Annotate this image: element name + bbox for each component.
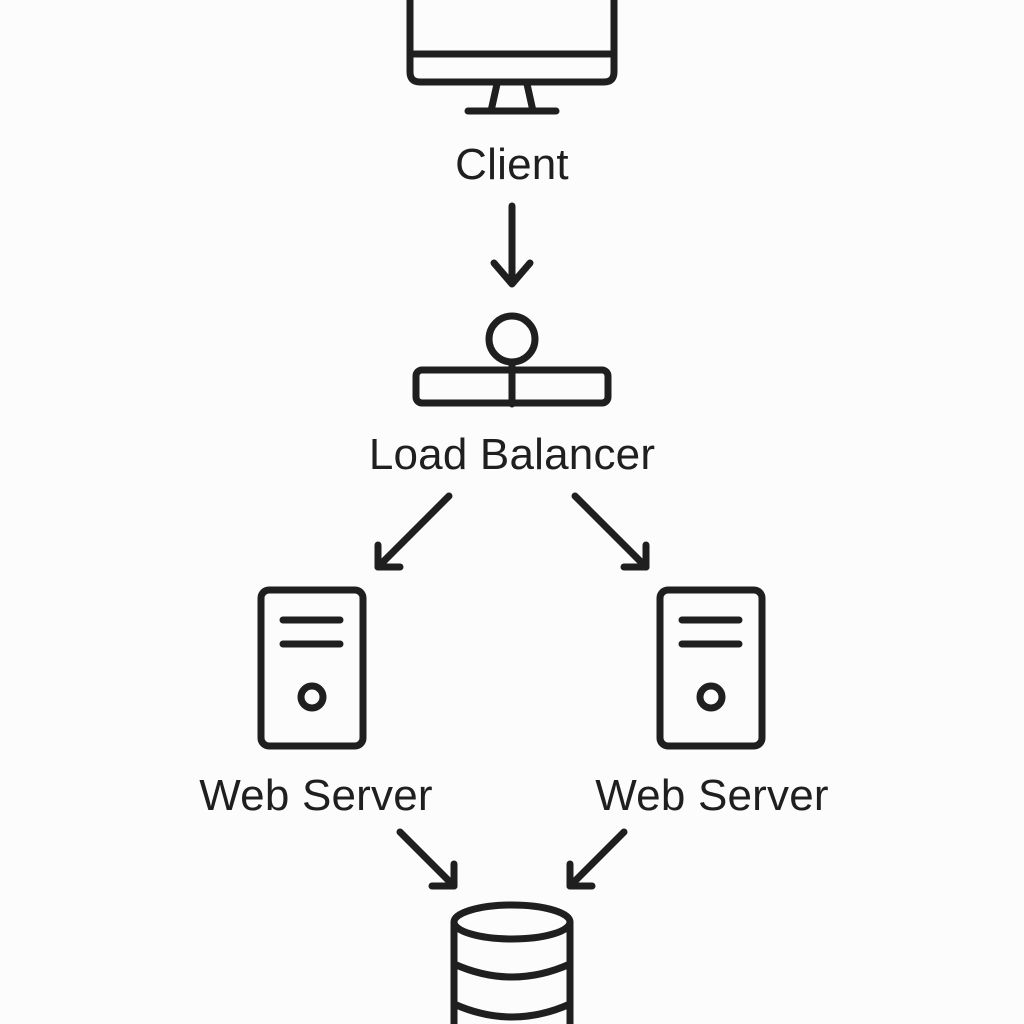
- web-server-left-label: Web Server: [199, 771, 433, 820]
- database-icon: [450, 901, 574, 1024]
- arrow-web-server-right-to-database: [566, 828, 628, 890]
- server-tower-icon: [656, 586, 766, 750]
- client-label: Client: [455, 140, 569, 189]
- arrow-load-balancer-to-web-server-right: [571, 492, 650, 571]
- load-balancer-icon: [412, 312, 612, 408]
- load-balancer-label: Load Balancer: [368, 430, 656, 479]
- arrow-web-server-left-to-database: [396, 828, 458, 890]
- arrow-load-balancer-to-web-server-left: [374, 492, 453, 571]
- arrow-client-to-load-balancer: [490, 202, 534, 288]
- server-tower-icon: [257, 586, 367, 750]
- web-server-right-label: Web Server: [595, 771, 829, 820]
- monitor-icon: [406, 0, 618, 115]
